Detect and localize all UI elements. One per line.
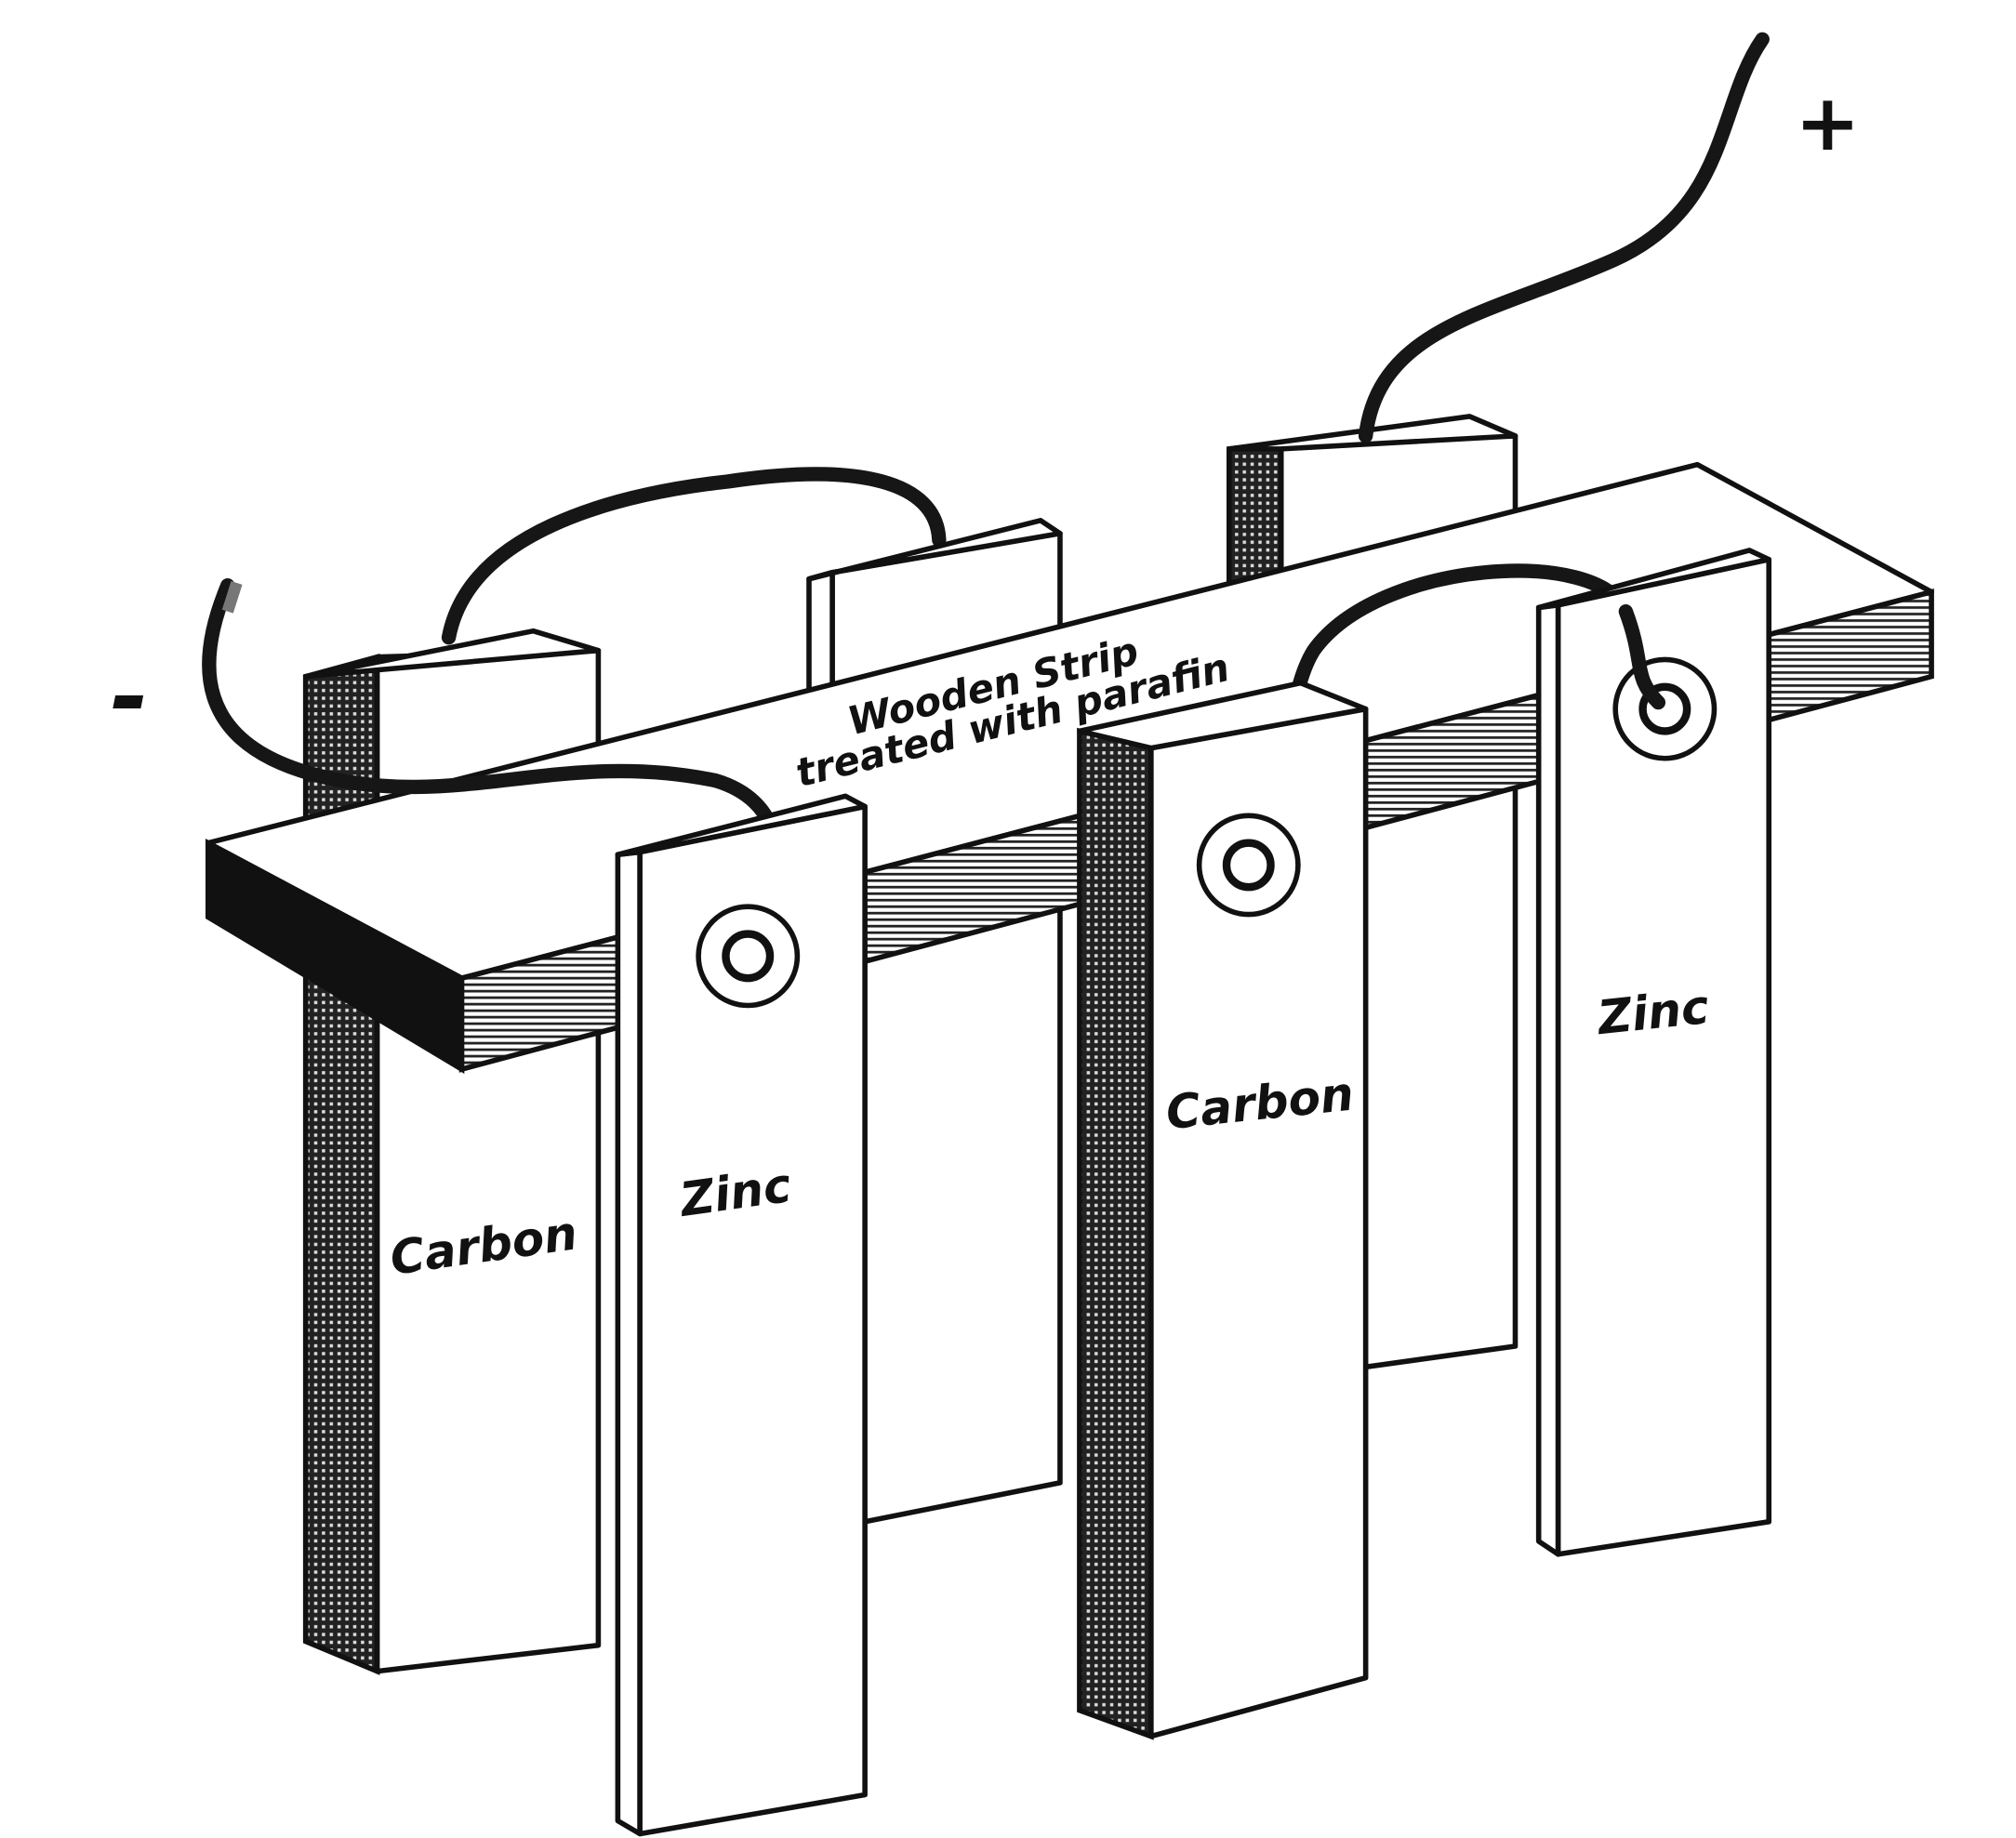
front-zinc-plate-left bbox=[615, 793, 868, 1837]
wire-back-left bbox=[441, 467, 947, 645]
positive-terminal-label: + bbox=[1795, 77, 1860, 168]
wire-positive bbox=[1358, 32, 1770, 443]
plate-label-zinc-right: Zinc bbox=[1594, 979, 1712, 1045]
negative-terminal-label: - bbox=[111, 645, 149, 751]
front-carbon-plate-center bbox=[1077, 680, 1369, 1740]
